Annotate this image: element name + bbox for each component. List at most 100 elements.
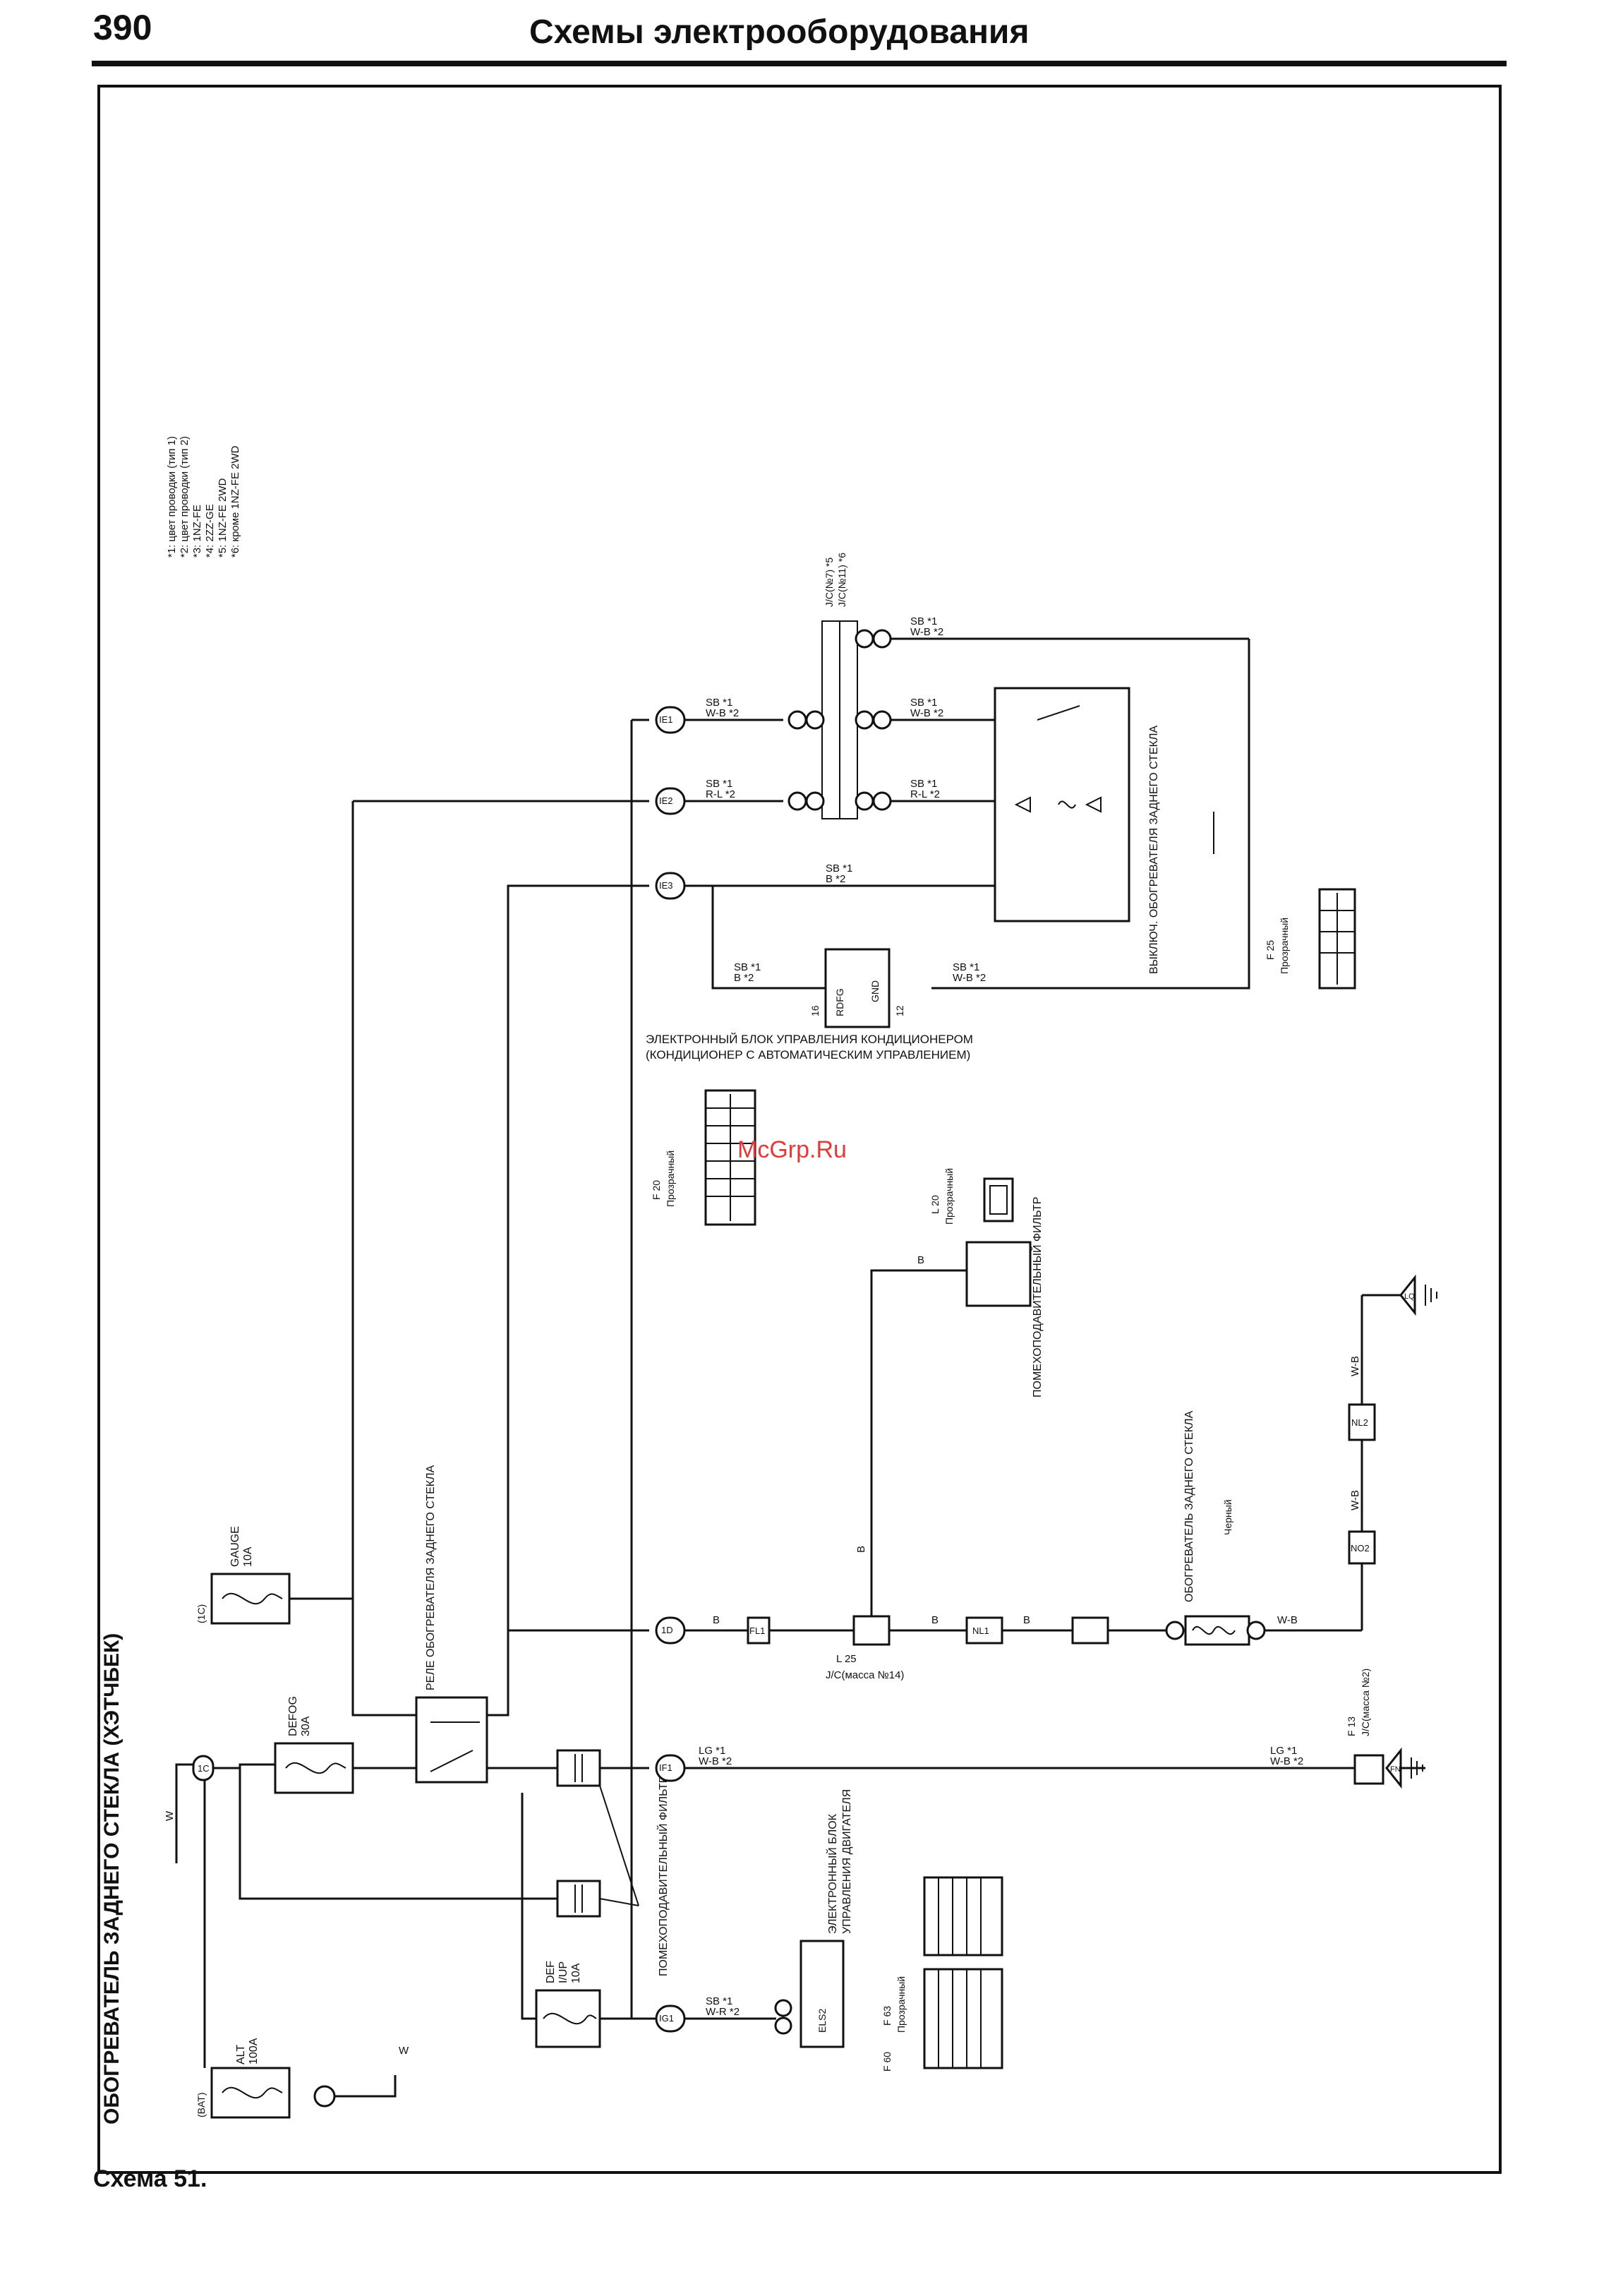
fuse-defog-rating: 30A [300,1716,312,1736]
connector-f60: F 60 F 63 Прозрачный [881,1876,1003,2072]
connector-f25-code: F 25 [1265,940,1276,960]
connector-nodes: 1C IE1 IE2 IE3 1D IF1 IG1 NL2 NO2 NL1 FL… [192,706,1376,2108]
svg-text:W-B *2: W-B *2 [910,626,943,638]
svg-text:B: B [855,1546,867,1553]
note-1: *1: цвет проводки (тип 1) [166,436,178,558]
svg-text:1D: 1D [661,1625,673,1635]
node-if1: IF1 [655,1754,686,1782]
jc-ref-1: J/C(№7) *5 [823,558,835,607]
ac-ecu-title: ЭЛЕКТРОННЫЙ БЛОК УПРАВЛЕНИЯ КОНДИЦИОНЕРО… [646,1033,973,1046]
fuse-gauge: GAUGE 10A (1C) [195,1526,291,1625]
fuse-defog: DEFOG 30A [274,1696,354,1794]
svg-text:SB *1: SB *1 [910,697,937,709]
fuse-alt-name: ALT [235,2045,247,2064]
node-1d: 1D [655,1616,686,1645]
node-1c: 1C [192,1755,215,1781]
svg-text:SB *1: SB *1 [953,961,979,973]
jc-ref-2: J/C(№11) *6 [836,553,847,607]
svg-text:B *2: B *2 [826,873,845,885]
svg-text:FL1: FL1 [749,1625,765,1636]
note-2: *2: цвет проводки (тип 2) [179,436,191,558]
svg-text:12: 12 [894,1005,905,1016]
svg-text:IE3: IE3 [659,880,673,891]
connector-f20-code: F 20 [651,1180,662,1200]
fuse-gauge-location: (1C) [195,1604,207,1623]
filter-label: ПОМЕХОПОДАВИТЕЛЬНЫЙ ФИЛЬТР [656,1776,670,1976]
note-5: *5: 1NZ-FE 2WD [217,478,229,558]
svg-text:IE2: IE2 [659,795,673,806]
node-ig1: IG1 [655,2005,686,2033]
page-number: 390 [93,8,152,47]
connector-l20-desc: Прозрачный [943,1168,955,1225]
connector-f20-desc: Прозрачный [665,1150,676,1207]
connector-f25: F 25 Прозрачный [1265,888,1356,990]
engine-ecu-pin: ELS2 [816,2009,828,2033]
figure-caption: Схема 51. [93,2165,207,2192]
node-no2: NO2 [1348,1530,1376,1565]
svg-text:16: 16 [809,1005,821,1016]
connector-l20-code: L 20 [929,1195,941,1214]
note-6: *6: кроме 1NZ-FE 2WD [229,445,241,558]
engine-ecu: ELS2 ЭЛЕКТРОННЫЙ БЛОК УПРАВЛЕНИЯ ДВИГАТЕ… [774,1789,853,2048]
svg-text:B: B [713,1614,720,1626]
jc-l25-code: L 25 [836,1653,857,1665]
fuse-def: DEF I/UP 10A [535,1961,601,2048]
note-3: *3: 1NZ-FE [191,505,203,558]
node-no2b [1071,1616,1109,1645]
svg-text:FN: FN [1390,1765,1401,1774]
node-ie2: IE2 [655,787,686,815]
header-rule [92,61,1507,66]
svg-text:SB *1: SB *1 [910,778,937,790]
fuse-alt-location: (BAT) [195,2092,207,2117]
connector-f60-desc: Прозрачный [895,1976,907,2033]
svg-text:W-B *2: W-B *2 [699,1755,732,1767]
svg-text:1C: 1C [198,1763,210,1774]
ac-ecu-subtitle: (КОНДИЦИОНЕР С АВТОМАТИЧЕСКИМ УПРАВЛЕНИЕ… [646,1048,970,1062]
relay-label: РЕЛЕ ОБОГРЕВАТЕЛЯ ЗАДНЕГО СТЕКЛА [425,1465,437,1690]
connector-l20: L 20 Прозрачный [929,1168,1014,1225]
filter-unit-label: ПОМЕХОПОДАВИТЕЛЬНЫЙ ФИЛЬТР [1030,1197,1044,1398]
connector-f25-desc: Прозрачный [1279,918,1290,974]
node-bat [313,2085,336,2108]
svg-text:B: B [1023,1614,1030,1626]
jc-l25-name: J/C(масса №14) [826,1669,904,1681]
svg-text:SB *1: SB *1 [910,615,937,627]
svg-text:W-B: W-B [1277,1614,1298,1626]
svg-text:LG *1: LG *1 [1270,1745,1297,1757]
svg-text:W-B *2: W-B *2 [1270,1755,1303,1767]
svg-text:R-L *2: R-L *2 [706,788,735,800]
engine-ecu-title: ЭЛЕКТРОННЫЙ БЛОК [826,1813,839,1934]
svg-text:R-L *2: R-L *2 [910,788,940,800]
svg-text:SB *1: SB *1 [706,778,732,790]
svg-text:W: W [399,2045,409,2057]
svg-text:NL1: NL1 [972,1625,989,1636]
defogger-relay: РЕЛЕ ОБОГРЕВАТЕЛЯ ЗАДНЕГО СТЕКЛА [415,1465,488,1784]
node-nl1: NL1 [965,1616,1003,1645]
ac-ecu: RDFG GND 16 12 ЭЛЕКТРОННЫЙ БЛОК УПРАВЛЕН… [646,948,973,1062]
svg-text:W-B *2: W-B *2 [706,707,739,719]
noise-filter-unit: ПОМЕХОПОДАВИТЕЛЬНЫЙ ФИЛЬТР [965,1197,1044,1398]
svg-text:NO2: NO2 [1351,1543,1370,1553]
wire-labels: SB *1 W-B *2 SB *1 R-L *2 SB *1 W-B *2 S… [164,615,1361,2057]
wires [175,620,1425,2098]
heater-label: ОБОГРЕВАТЕЛЬ ЗАДНЕГО СТЕКЛА [1183,1410,1195,1602]
connector-f60-code2: F 63 [881,2006,893,2026]
jc-l25: L 25 J/C(масса №14) [826,1615,904,1681]
node-ie3: IE3 [655,872,686,900]
connector-f20: F 20 Прозрачный [651,1089,756,1226]
svg-text:W: W [164,1810,176,1821]
ground-lq: LQ [1399,1274,1437,1316]
node-fl1: FL1 [747,1616,771,1645]
fuse-alt-rating: 100A [248,2038,260,2064]
svg-text:B: B [917,1254,924,1266]
connector-f60-code: F 60 [881,2052,893,2072]
page-title: Схемы электрооборудования [529,13,1030,51]
svg-text:LQ: LQ [1404,1292,1415,1301]
svg-text:IE1: IE1 [659,714,673,725]
svg-text:SB *1: SB *1 [706,697,732,709]
switch-label: ВЫКЛЮЧ. ОБОГРЕВАТЕЛЯ ЗАДНЕГО СТЕКЛА [1148,726,1160,974]
svg-text:W-B *2: W-B *2 [953,972,986,984]
rear-heater: ОБОГРЕВАТЕЛЬ ЗАДНЕГО СТЕКЛА Черный [1165,1410,1266,1646]
svg-text:SB *1: SB *1 [826,862,852,874]
